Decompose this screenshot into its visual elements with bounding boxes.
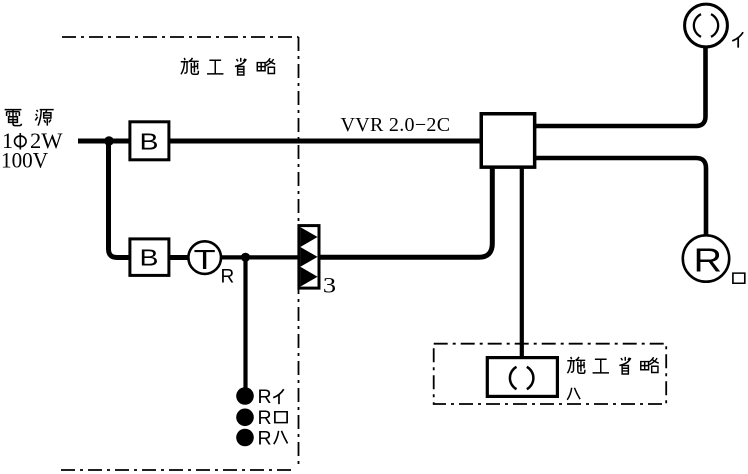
svg-text:R: R xyxy=(258,428,272,450)
svg-text:B: B xyxy=(140,129,159,155)
svg-text:VVR 2.0−2C: VVR 2.0−2C xyxy=(341,114,451,136)
svg-text:R: R xyxy=(258,386,272,408)
svg-text:3: 3 xyxy=(323,274,336,298)
svg-text:B: B xyxy=(140,245,159,271)
svg-text:100V: 100V xyxy=(1,148,48,173)
svg-text:R: R xyxy=(258,407,272,429)
svg-text:R: R xyxy=(694,242,723,279)
svg-text:2W: 2W xyxy=(30,128,63,153)
svg-text:R: R xyxy=(221,267,235,288)
svg-text:1: 1 xyxy=(2,128,13,153)
svg-text:T: T xyxy=(194,244,216,275)
